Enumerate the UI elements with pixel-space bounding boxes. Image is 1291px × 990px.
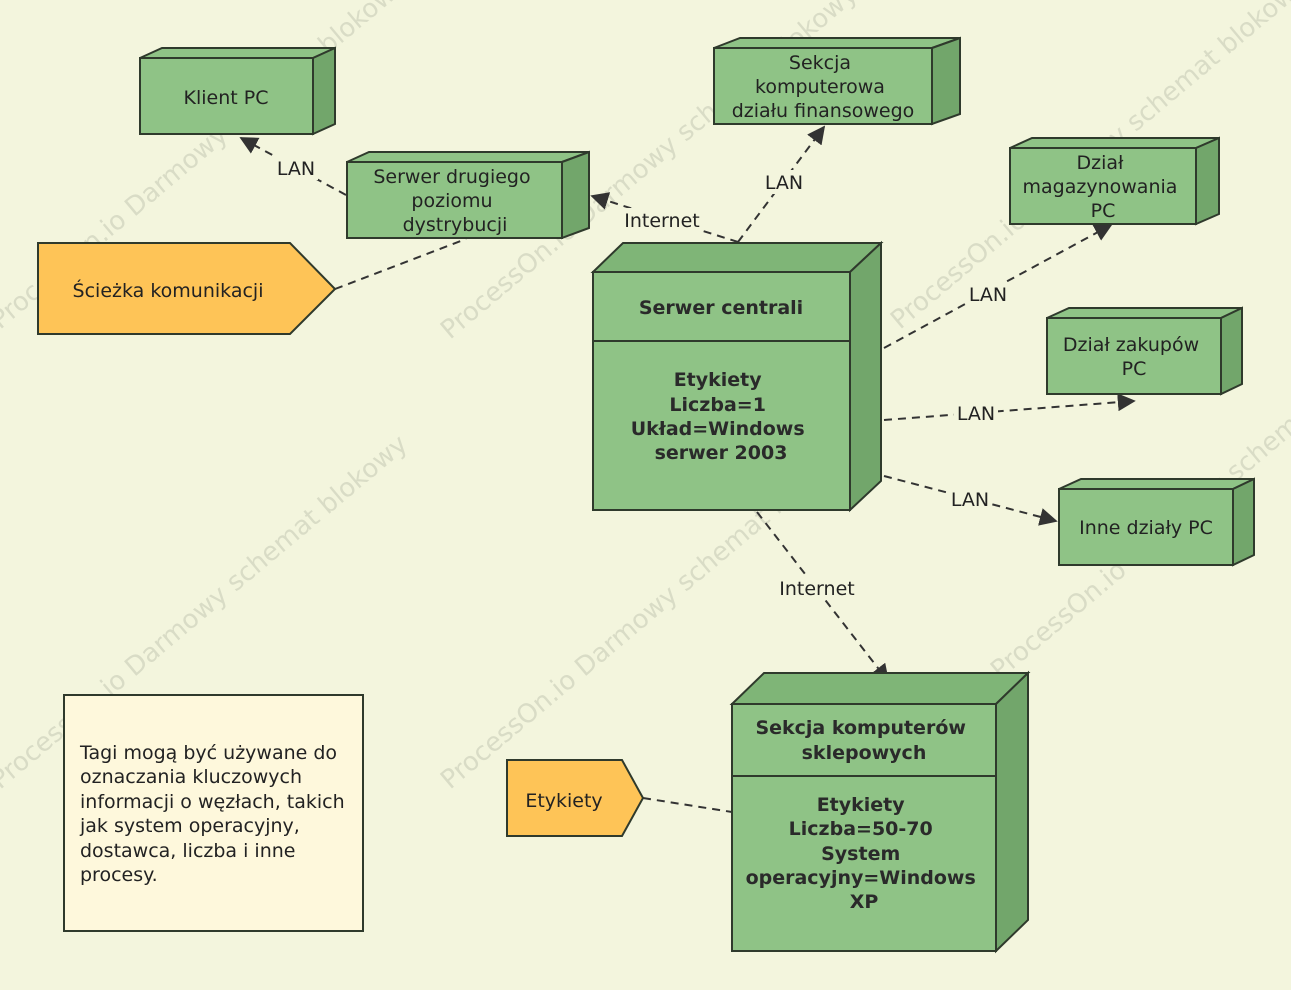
edge-centrala-sklep[interactable] (756, 511, 890, 683)
node-inne-dzialy[interactable]: Inne działy PC (1058, 477, 1255, 567)
node-magazyn-line: magazynowania (1023, 176, 1178, 198)
svg-text:Dział zakupów PC: Dział zakupów PC (1063, 334, 1205, 380)
note-line: Tagi mogą być używane do (79, 742, 337, 764)
node-dzial-zakupow[interactable]: Dział zakupów PC (1046, 306, 1243, 396)
node-dzial-magazynowania[interactable]: Dział magazynowania PC (1009, 136, 1220, 226)
node-finanse-line: komputerowa (755, 76, 885, 98)
node-inne-dzialy-label: Inne działy PC (1079, 517, 1213, 539)
edge-label-internet-serwer2: Internet (624, 210, 699, 232)
node-finanse-line: Sekcja (789, 52, 851, 74)
node-centrala-body-line: serwer 2003 (655, 442, 788, 464)
edge-tag-etykiety (642, 797, 733, 813)
node-magazyn-line: Dział (1077, 152, 1125, 174)
note-line: dostawca, liczba i inne (80, 840, 295, 862)
node-sklep-body-line: XP (850, 891, 879, 913)
edge-label-internet-sklep: Internet (779, 578, 854, 600)
node-sekcja-sklepowa[interactable]: Sekcja komputerów sklepowych Etykiety Li… (729, 670, 1031, 954)
node-centrala-body-line: Układ=Windows (631, 418, 805, 440)
node-centrala-title: Serwer centrali (639, 297, 803, 319)
edge-label-lan-magazyn: LAN (969, 284, 1007, 306)
tag-sciezka-komunikacji[interactable]: Ścieżka komunikacji (37, 242, 337, 335)
node-klient-pc-label: Klient PC (184, 87, 269, 109)
svg-text:Sekcja komputerów sklepo: Sekcja komputerów sklepowych (755, 717, 972, 764)
node-serwer2-line: poziomu (411, 190, 492, 212)
node-magazyn-line: PC (1091, 200, 1116, 222)
svg-text:Dział magazynowania: Dział magazynowania PC (1023, 152, 1184, 222)
svg-text:Sekcja komputerowa: Sekcja komputerowa działu finansowego (732, 52, 915, 122)
node-sklep-title-line: sklepowych (802, 742, 927, 764)
tag-etykiety[interactable]: Etykiety (506, 759, 645, 837)
tag-etykiety-label: Etykiety (525, 790, 602, 812)
node-zakupy-line: PC (1122, 358, 1147, 380)
node-centrala-body-line: Etykiety (674, 369, 763, 391)
edge-label-lan-inne: LAN (951, 489, 989, 511)
note-box[interactable]: Tagi mogą być używane do oznaczania kluc… (63, 694, 364, 932)
node-sklep-body-line: System (821, 843, 900, 865)
svg-text:Etykiety Liczba=1: Etykiety Liczba=1 Układ=Windows serwer 2… (631, 369, 812, 464)
tag-sciezka-label: Ścieżka komunikacji (73, 278, 264, 302)
node-sklep-body-line: Etykiety (817, 794, 906, 816)
node-sekcja-finansowa[interactable]: Sekcja komputerowa działu finansowego (713, 36, 961, 126)
edge-labels: LAN Internet LAN LAN LAN LAN Internet (274, 156, 1010, 600)
edge-label-lan-klient: LAN (277, 158, 315, 180)
node-finanse-line: działu finansowego (732, 100, 915, 122)
note-line: jak system operacyjny, (79, 815, 300, 837)
edge-label-lan-finanse: LAN (765, 172, 803, 194)
node-serwer2-line: Serwer drugiego (373, 166, 530, 188)
node-klient-pc[interactable]: Klient PC (139, 46, 336, 136)
node-zakupy-line: Dział zakupów (1063, 334, 1199, 356)
node-sklep-title-line: Sekcja komputerów (755, 717, 965, 739)
node-serwer-centrali[interactable]: Serwer centrali Etykiety Liczba=1 Układ=… (590, 240, 884, 513)
edge-centrala-zakupy[interactable] (883, 393, 1136, 421)
note-line: procesy. (80, 864, 158, 886)
edge-tag-sciezka (334, 238, 467, 290)
node-sklep-body-line: Liczba=50-70 (789, 818, 933, 840)
note-line: informacji o węzłach, takich (80, 791, 345, 813)
svg-text:Etykiety Liczba=50-70: Etykiety Liczba=50-70 System operacyjny=… (746, 794, 983, 913)
svg-text:Serwer drugiego poziomu: Serwer drugiego poziomu dystrybucji (373, 166, 536, 236)
note-line: oznaczania kluczowych (80, 766, 302, 788)
node-serwer-drugiego-poziomu[interactable]: Serwer drugiego poziomu dystrybucji (346, 150, 590, 240)
node-sklep-body-line: operacyjny=Windows (746, 867, 976, 889)
svg-text:Tagi mogą być używane do: Tagi mogą być używane do oznaczania kluc… (79, 742, 351, 886)
edge-label-lan-zakupy: LAN (957, 403, 995, 425)
node-centrala-body-line: Liczba=1 (669, 394, 766, 416)
node-serwer2-line: dystrybucji (403, 214, 508, 236)
